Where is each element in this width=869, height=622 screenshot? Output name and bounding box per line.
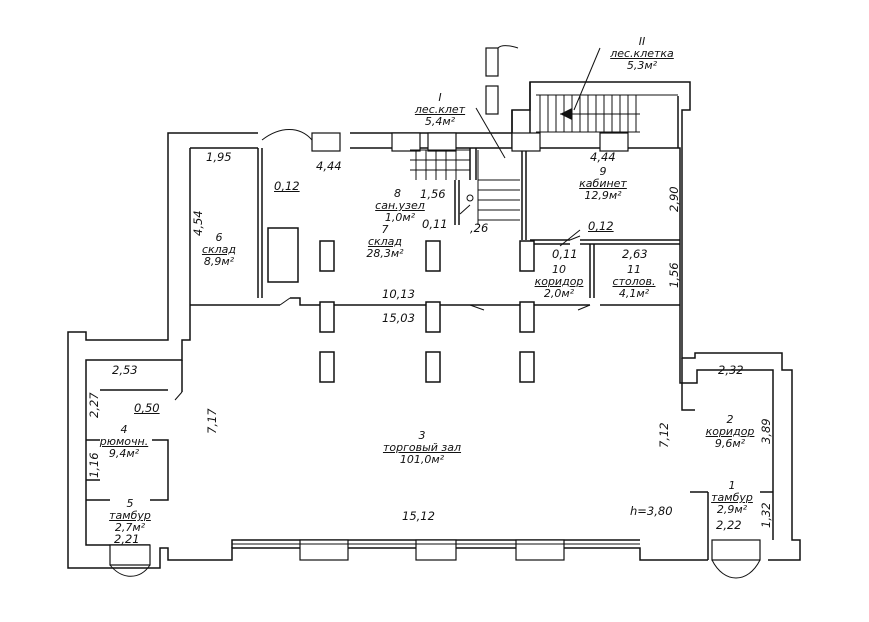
- room-1-number: 1: [728, 479, 736, 492]
- room-2-name: коридор: [705, 425, 755, 438]
- dim-1-16: 1,16: [87, 452, 101, 478]
- room-10-area: 2,0м²: [543, 287, 575, 300]
- window: [711, 539, 761, 561]
- shelf: [267, 227, 299, 283]
- dim-10-13: 10,13: [382, 287, 415, 301]
- column: [519, 301, 535, 333]
- column: [425, 240, 441, 272]
- room-6-name: склад: [201, 243, 237, 256]
- window: [415, 539, 457, 561]
- dim-2-90: 2,90: [667, 186, 681, 212]
- room-9-area: 12,9м²: [584, 189, 622, 202]
- room-8-name: сан.узел: [375, 199, 425, 212]
- dim-4-44-right: 4,44: [590, 150, 616, 164]
- door-arc: [497, 45, 519, 49]
- door-arc: [109, 564, 151, 577]
- room-6-number: 6: [215, 231, 223, 244]
- room-5-number: 5: [126, 497, 134, 510]
- dim-3-89: 3,89: [759, 418, 773, 444]
- dim-2-21: 2,21: [114, 532, 140, 546]
- dim-2-22: 2,22: [716, 518, 742, 532]
- column: [425, 351, 441, 383]
- room-5-name: тамбур: [109, 509, 151, 522]
- room-II-number: II: [638, 35, 646, 48]
- dim-7-12: 7,12: [657, 422, 671, 448]
- room-II-area: 5,3м²: [626, 59, 658, 72]
- dim-2-32: 2,32: [718, 363, 744, 377]
- dim-1-56-wc: 1,56: [420, 187, 446, 201]
- room-2-area: 9,6м²: [714, 437, 746, 450]
- room-3-area: 101,0м²: [399, 453, 445, 466]
- room-4-name: рюмочн.: [99, 435, 149, 448]
- dim-2-53: 2,53: [112, 363, 138, 377]
- column: [319, 301, 335, 333]
- room-1-area: 2,9м²: [716, 503, 748, 516]
- dim-0-12-right: 0,12: [588, 219, 614, 233]
- room-4-area: 9,4м²: [108, 447, 140, 460]
- room-9-number: 9: [599, 165, 607, 178]
- dim-4-54: 4,54: [191, 210, 205, 236]
- room-I-number: I: [438, 91, 442, 104]
- room-7-area: 28,3м²: [366, 247, 404, 260]
- dim-1-32: 1,32: [759, 502, 773, 528]
- dim-0-26: ,26: [470, 221, 489, 235]
- window: [109, 544, 151, 566]
- door-arc: [711, 559, 761, 579]
- column: [519, 240, 535, 272]
- room-11-name: столов.: [612, 275, 656, 288]
- room-9-name: кабинет: [579, 177, 627, 190]
- dim-7-17: 7,17: [205, 408, 219, 434]
- dim-15-03: 15,03: [382, 311, 415, 325]
- door-arc: [261, 129, 313, 141]
- room-10-name: коридор: [534, 275, 584, 288]
- partition-line: [190, 297, 680, 306]
- room-8-area: 1,0м²: [384, 211, 416, 224]
- room-I-name: лес.клет: [414, 103, 466, 116]
- dim-4-44-left: 4,44: [316, 159, 342, 173]
- dim-2-63: 2,63: [622, 247, 648, 261]
- window: [515, 539, 565, 561]
- column: [519, 351, 535, 383]
- column: [319, 240, 335, 272]
- room-3-name: торговый зал: [382, 441, 462, 454]
- room-7-name: склад: [367, 235, 403, 248]
- column: [425, 301, 441, 333]
- room-6-area: 8,9м²: [203, 255, 235, 268]
- column: [319, 351, 335, 383]
- window: [299, 539, 349, 561]
- room-I-area: 5,4м²: [424, 115, 456, 128]
- dim-0-50: 0,50: [134, 401, 160, 415]
- room-11-number: 11: [627, 263, 641, 276]
- room-10-number: 10: [552, 263, 566, 276]
- dim-0-12-left: 0,12: [274, 179, 300, 193]
- room-4-number: 4: [120, 423, 128, 436]
- height-note: h=3,80: [630, 504, 673, 518]
- room-5-area: 2,7м²: [114, 521, 146, 534]
- dim-0-11-wc: 0,11: [422, 217, 448, 231]
- stairs-I: [410, 149, 520, 225]
- dim-15-12: 15,12: [402, 509, 435, 523]
- dim-0-11-right: 0,11: [552, 247, 578, 261]
- room-II-name: лес.клетка: [610, 47, 674, 60]
- inner-wall-outline: [85, 147, 774, 548]
- dim-2-27: 2,27: [87, 392, 101, 418]
- room-8-number: 8: [394, 187, 401, 200]
- room-1-name: тамбур: [711, 491, 753, 504]
- dim-1-95: 1,95: [206, 150, 232, 164]
- room-7-number: 7: [381, 223, 389, 236]
- stairs-II: [536, 94, 678, 133]
- room-2-number: 2: [726, 413, 734, 426]
- room-3-number: 3: [418, 429, 426, 442]
- dim-1-56-right: 1,56: [667, 262, 681, 288]
- room-11-area: 4,1м²: [618, 287, 650, 300]
